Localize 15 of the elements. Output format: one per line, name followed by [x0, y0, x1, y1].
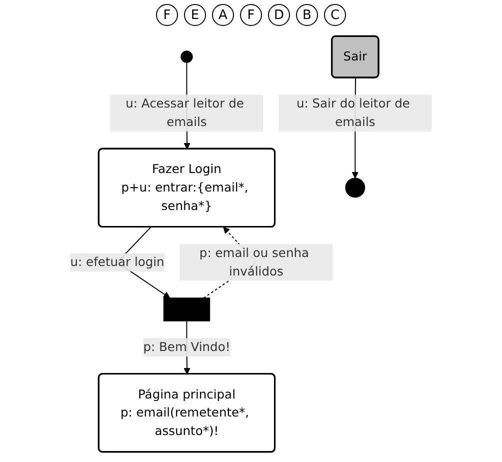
callout-letter: D — [268, 4, 290, 26]
callout-letter: C — [324, 4, 346, 26]
edge-label: p: Bem Vindo! — [143, 340, 230, 354]
edge-label: u: Sair do leitor de emails — [296, 96, 410, 130]
callout-letter: E — [184, 4, 206, 26]
node-box — [163, 298, 210, 322]
callout-letter: A — [212, 4, 234, 26]
callout-letter: B — [296, 4, 318, 26]
node-circle — [180, 50, 193, 63]
edge-label: p: email ou senha inválidos — [199, 246, 310, 278]
node-circle — [345, 178, 366, 198]
callout-letter: F — [240, 4, 262, 26]
edge-label: u: Acessar leitor de emails — [126, 96, 244, 130]
callout-letter: F — [156, 4, 178, 26]
edge-label: u: efetuar login — [70, 254, 164, 270]
